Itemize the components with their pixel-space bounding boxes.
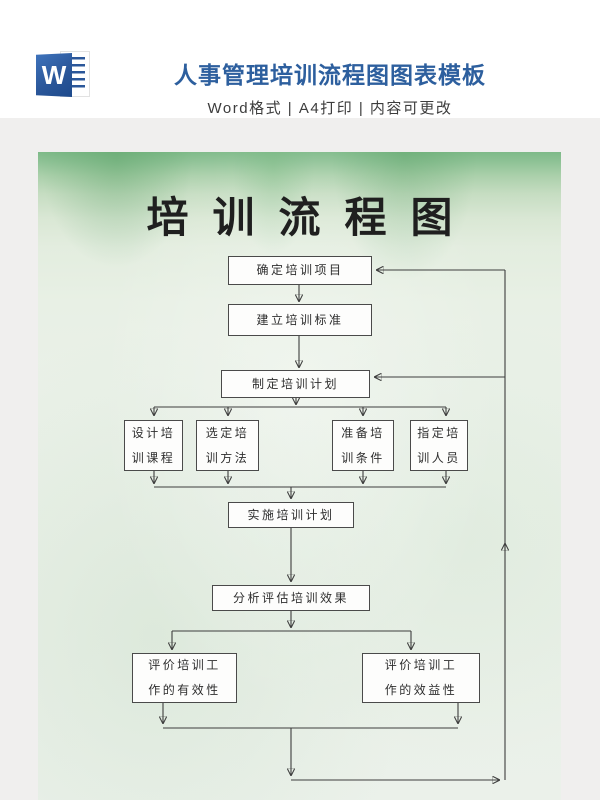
template-title: 人事管理培训流程图图表模板 — [174, 62, 486, 88]
flow-box-evaluate-benefit: 评价培训工 作的效益性 — [362, 653, 480, 703]
flow-box-prepare-condition: 准备培 训条件 — [332, 420, 394, 471]
flow-box-design-course: 设计培 训课程 — [124, 420, 183, 471]
flow-box-formulate-plan: 制定培训计划 — [221, 370, 370, 398]
flow-box-assign-staff: 指定培 训人员 — [410, 420, 468, 471]
word-document-icon: W — [36, 50, 90, 100]
flow-connectors — [38, 152, 561, 800]
flow-box-establish-standard: 建立培训标准 — [228, 304, 372, 336]
flowchart-title: 培训流程图 — [146, 196, 477, 242]
word-icon-letter: W — [36, 53, 72, 97]
flow-box-select-method: 选定培 训方法 — [196, 420, 259, 471]
header: W 人事管理培训流程图图表模板 Word格式 | A4打印 | 内容可更改 — [0, 0, 600, 118]
document-page: 培训流程图 — [38, 152, 561, 800]
flow-box-determine-project: 确定培训项目 — [228, 256, 372, 285]
flow-box-implement-plan: 实施培训计划 — [228, 502, 354, 528]
flow-box-evaluate-effectiveness: 评价培训工 作的有效性 — [132, 653, 237, 703]
flow-box-evaluate-effect: 分析评估培训效果 — [212, 585, 370, 611]
template-subtitle: Word格式 | A4打印 | 内容可更改 — [207, 100, 453, 117]
header-text: 人事管理培训流程图图表模板 Word格式 | A4打印 | 内容可更改 — [60, 0, 600, 118]
